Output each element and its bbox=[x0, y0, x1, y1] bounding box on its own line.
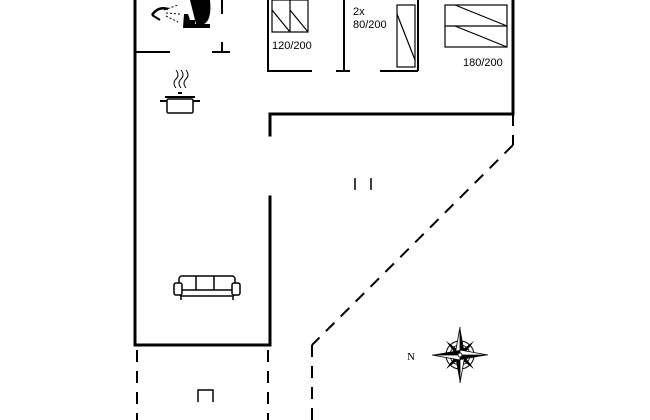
bedroom2-bed-label: 80/200 bbox=[353, 19, 387, 31]
cooking-pot-icon bbox=[160, 69, 200, 114]
bedroom2-bed-icon bbox=[396, 4, 416, 68]
shower-icon bbox=[150, 4, 181, 23]
terrace-outline bbox=[136, 114, 514, 420]
sofa-icon bbox=[173, 275, 241, 300]
interior-walls bbox=[135, 0, 419, 72]
toilet-icon bbox=[183, 0, 211, 28]
bedroom1-bed-label: 120/200 bbox=[272, 40, 312, 52]
bedroom3-bed-icon bbox=[444, 4, 508, 48]
terrace-diagonal-dashed bbox=[311, 144, 514, 346]
door-icon bbox=[197, 389, 214, 402]
compass-rose-icon bbox=[431, 326, 489, 384]
living-marks bbox=[354, 178, 372, 190]
bedroom2-bed-count: 2x bbox=[353, 6, 365, 18]
bedroom1-bed-icon bbox=[271, 0, 309, 33]
bedroom3-bed-label: 180/200 bbox=[463, 57, 503, 69]
walls bbox=[133, 0, 515, 347]
compass-north-label: N bbox=[407, 351, 415, 363]
